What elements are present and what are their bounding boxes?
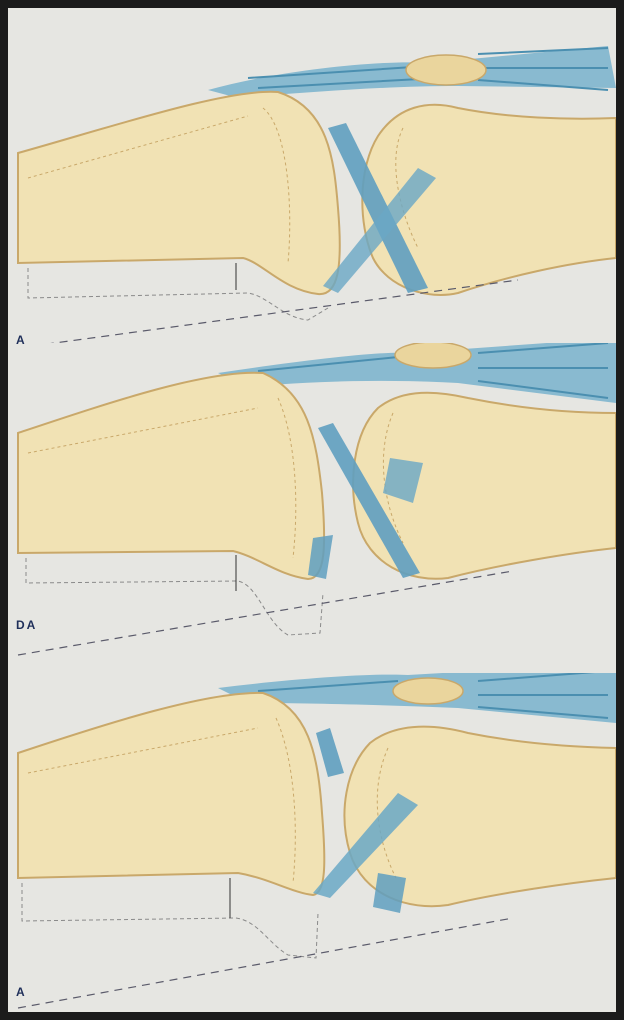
patella (395, 343, 471, 368)
panel-2: DA (8, 343, 616, 673)
dashed-axis (18, 571, 513, 655)
knee-joint-illustration-2 (8, 343, 616, 673)
panel-label: A (16, 985, 27, 999)
dashed-outline (22, 883, 318, 958)
knee-joint-illustration-1 (8, 8, 616, 343)
knee-joint-illustration-3 (8, 673, 616, 1020)
femur (18, 373, 324, 579)
femur (18, 92, 340, 294)
femur (18, 693, 324, 895)
panel-1: A (8, 8, 616, 343)
patella (393, 678, 463, 704)
panel-3: A (8, 673, 616, 1020)
dashed-axis (18, 918, 513, 1008)
ligament-stump-2 (373, 873, 406, 913)
ligament-stump (316, 728, 344, 777)
panel-label: DA (16, 618, 37, 632)
patella (406, 55, 486, 85)
